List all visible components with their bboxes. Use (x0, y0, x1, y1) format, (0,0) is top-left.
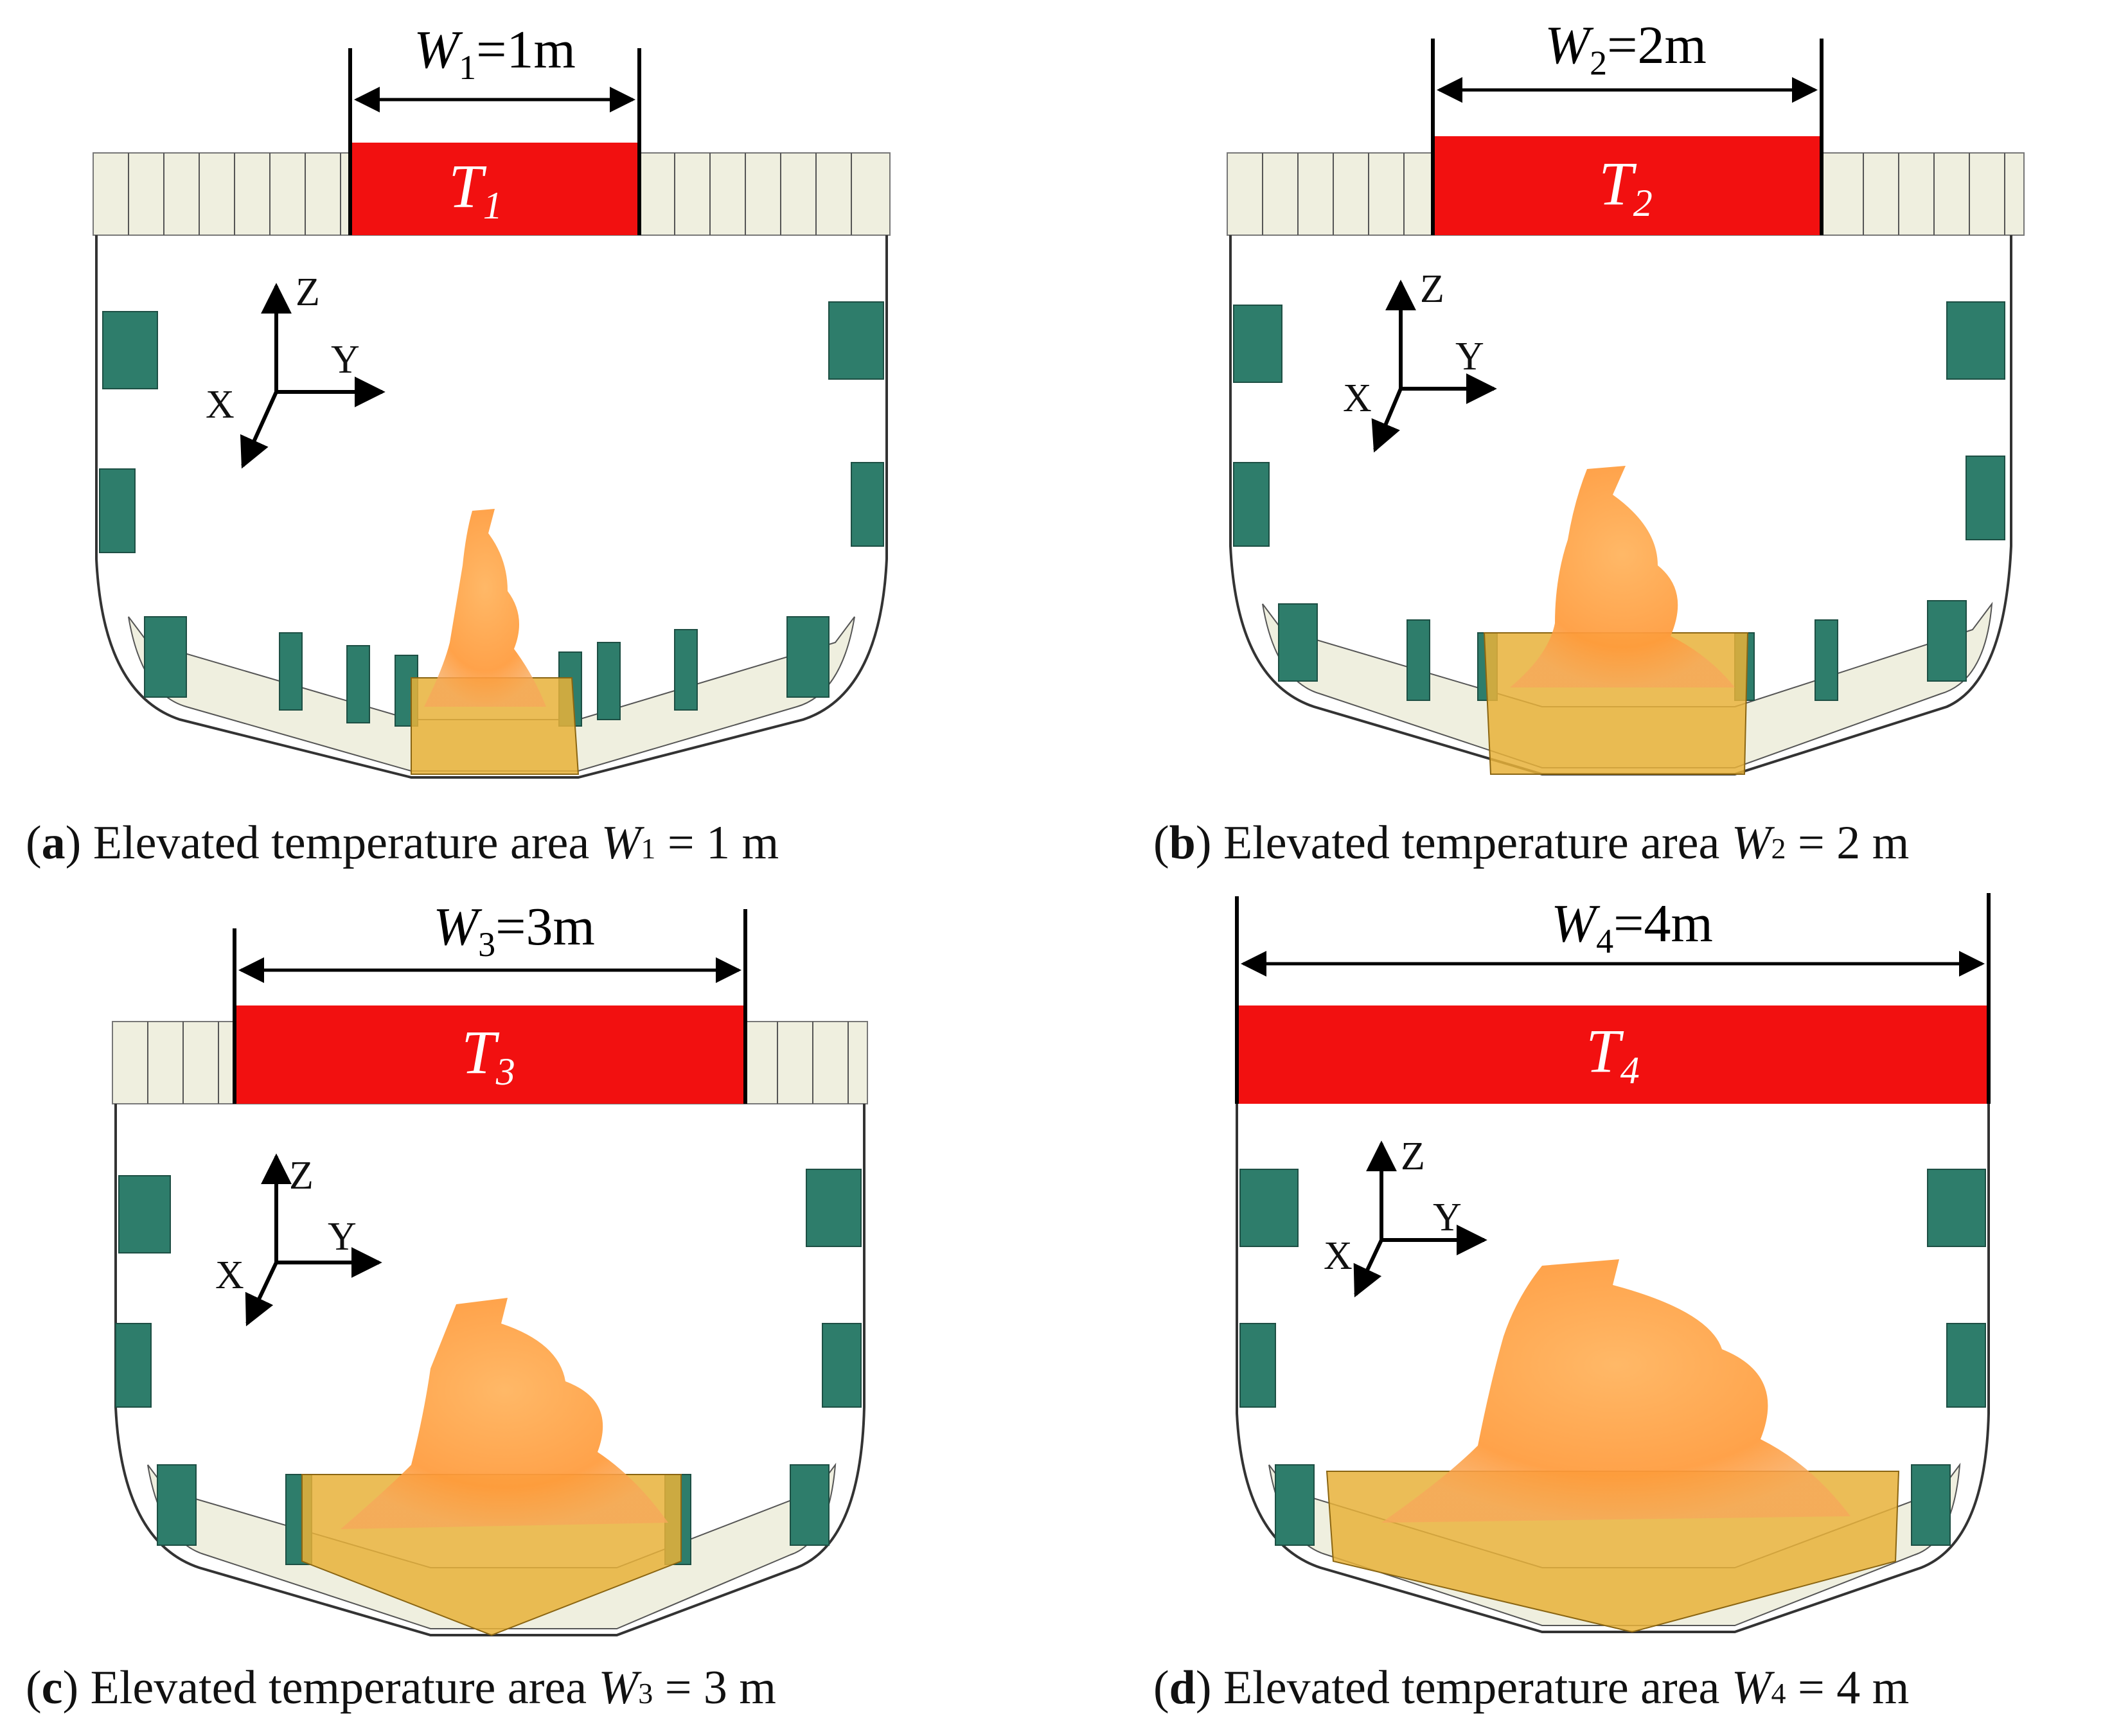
fire-plume (341, 1298, 668, 1529)
deck-ribs (1262, 153, 2005, 235)
dimension-label: W1=1m (414, 20, 576, 87)
coordinate-axes (245, 1153, 382, 1327)
hull-outline (114, 1104, 865, 1636)
caption-b: (b) Elevated temperature area W2 = 2 m (1153, 817, 1910, 869)
side-frames (99, 301, 884, 727)
coordinate-axes (240, 283, 386, 469)
dimension-label: W3=3m (433, 897, 595, 964)
caption-a: (a) Elevated temperature area W1 = 1 m (26, 817, 779, 869)
coordinate-axes (1353, 1140, 1487, 1298)
axis-y-label: Y (328, 1215, 357, 1259)
axis-x-label: X (1324, 1234, 1353, 1278)
axis-x-label: X (215, 1253, 244, 1297)
panel-c: T3 W3=3m Z Y X (112, 897, 868, 1636)
heated-strip-label: T1 (448, 152, 502, 227)
axis-z-label: Z (1420, 267, 1444, 311)
panel-d: T4 W4=4m Z Y X (1235, 893, 1991, 1633)
hull-outline (1236, 1104, 1990, 1633)
dimension-label: W2=2m (1545, 15, 1707, 82)
axis-z-label: Z (1401, 1135, 1425, 1178)
fire-plume (424, 509, 546, 707)
heated-strip (350, 143, 639, 235)
heated-strip-label: T2 (1599, 149, 1652, 224)
caption-c: (c) Elevated temperature area W3 = 3 m (26, 1661, 776, 1714)
deck-ribs (128, 153, 852, 235)
axis-z-label: Z (289, 1154, 314, 1198)
axis-y-label: Y (1455, 335, 1484, 378)
heated-strip-label: T3 (461, 1018, 515, 1093)
heated-strip (1433, 136, 1822, 235)
axis-y-label: Y (1433, 1196, 1462, 1239)
coordinate-axes (1371, 279, 1497, 453)
side-frames (1239, 1169, 1986, 1546)
dimension-label: W4=4m (1551, 894, 1713, 961)
fire-plume (1381, 1259, 1850, 1523)
axis-x-label: X (206, 383, 235, 427)
panel-b: T2 W2=2m Z Y X (1227, 15, 2025, 775)
heated-strip-label: T4 (1586, 1016, 1639, 1092)
heated-strip (1237, 1005, 1989, 1104)
caption-d: (d) Elevated temperature area W4 = 4 m (1153, 1661, 1910, 1714)
axis-y-label: Y (331, 338, 360, 382)
panel-a: T1 W1=1m Z Y X (93, 20, 891, 779)
fire-plume (1510, 466, 1735, 687)
deck-ribs (147, 1022, 849, 1104)
heated-strip (235, 1005, 745, 1104)
axis-z-label: Z (296, 270, 320, 314)
hull-outline (95, 235, 888, 779)
axis-x-label: X (1343, 376, 1372, 420)
